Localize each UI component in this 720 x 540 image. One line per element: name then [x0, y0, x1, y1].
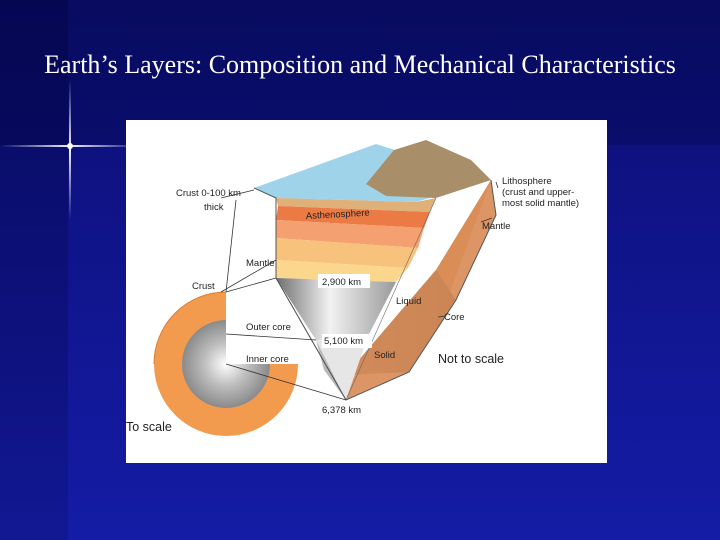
label-lithosphere-2: (crust and upper- [502, 187, 574, 198]
outer-core-wedge [276, 278, 396, 340]
mantle-ring [154, 292, 298, 436]
label-lithosphere-3: most solid mantle) [502, 198, 579, 209]
slide-title: Earth’s Layers: Composition and Mechanic… [44, 50, 676, 79]
label-to-scale: To scale [126, 420, 172, 434]
wedge-edge-inner [275, 277, 347, 401]
label-6378-km: 6,378 km [322, 405, 361, 416]
mantle-ring-edge [153, 291, 227, 365]
not-to-scale-wedge [253, 140, 497, 401]
mantle-layer [276, 238, 418, 268]
to-scale-cross-section [153, 280, 316, 436]
label-mantle-right: Mantle [482, 221, 511, 232]
label-inner-core: Inner core [246, 354, 289, 365]
wedge-right-face [346, 180, 496, 400]
label-2900-km: 2,900 km [322, 277, 361, 288]
land-surface [366, 140, 491, 198]
leader-lines [220, 181, 499, 401]
sparkle-decoration [0, 80, 140, 220]
wedge-edge-mantle [345, 197, 437, 401]
earth-layers-diagram: Crust 0-100 km thick Lithosphere (crust … [126, 140, 579, 436]
inner-core-shadow [316, 340, 346, 400]
lower-mantle-layer [276, 260, 408, 282]
earth-layers-figure: Crust 0-100 km thick Lithosphere (crust … [126, 120, 607, 463]
wedge-outline [253, 179, 497, 401]
crust-band [276, 198, 436, 212]
label-mantle-left: Mantle [246, 258, 275, 269]
label-outer-core: Outer core [246, 322, 291, 333]
label-solid: Solid [374, 350, 395, 361]
asthenosphere-layer [276, 206, 430, 228]
label-liquid: Liquid [396, 296, 421, 307]
label-2900-bg [318, 274, 370, 288]
label-asthenosphere: Asthenosphere [306, 208, 370, 222]
label-crust-thickness-2: thick [204, 202, 224, 213]
label-not-to-scale: Not to scale [438, 352, 504, 366]
label-lithosphere-1: Lithosphere [502, 176, 552, 187]
upper-mantle-layer [276, 220, 424, 248]
label-crust: Crust [192, 281, 215, 292]
label-5100-bg [322, 334, 372, 348]
label-5100-km: 5,100 km [324, 336, 363, 347]
label-core: Core [444, 312, 465, 323]
label-crust-thickness-1: Crust 0-100 km [176, 188, 241, 199]
inner-core-wedge [316, 336, 368, 400]
background-left-band [0, 0, 68, 540]
